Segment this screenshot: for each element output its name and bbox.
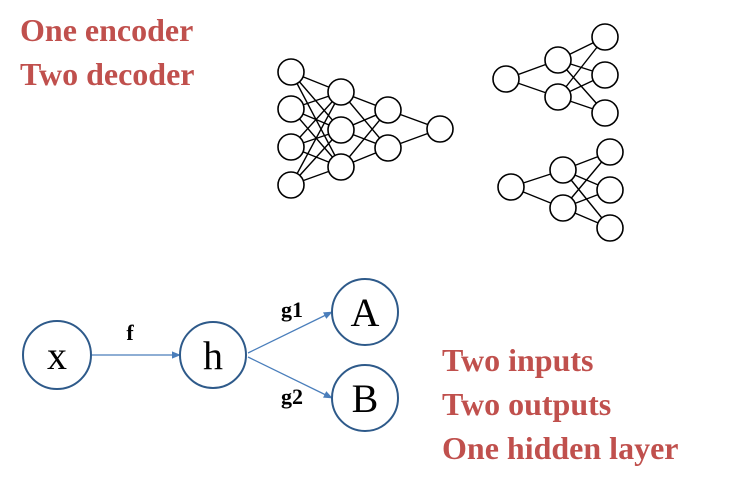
decoder-network-top [492, 23, 619, 127]
decoder-top-neuron [544, 83, 572, 111]
decoder-top-neuron [591, 61, 619, 89]
decoder-bottom-neuron [497, 173, 525, 201]
node-h [179, 321, 247, 389]
encoder-neuron [327, 78, 355, 106]
encoder-network [277, 58, 454, 199]
decoder-bottom-neuron [596, 138, 624, 166]
encoder-neuron [327, 153, 355, 181]
decoder-bottom-neuron [549, 156, 577, 184]
edge-f-label: f [126, 320, 134, 345]
encoder-neuron [374, 134, 402, 162]
edge-g1 [247, 311, 333, 354]
node-x [22, 320, 92, 390]
edge-g2 [247, 356, 333, 399]
node-h-label: h [203, 333, 223, 378]
decoder-top-neuron [544, 46, 572, 74]
edge-g2-label: g2 [281, 384, 303, 409]
encoder-connection [290, 91, 342, 186]
caption-line-hidden: One hidden layer [442, 430, 679, 466]
decoder-top-neuron [591, 23, 619, 51]
decoder-top-neuron [492, 65, 520, 93]
node-b-label: B [352, 376, 379, 421]
node-a-label: A [351, 290, 380, 335]
decoder-bottom-neuron [549, 194, 577, 222]
decoder-bottom-neuron [596, 176, 624, 204]
encoder-neuron [327, 116, 355, 144]
caption-line-decoder: Two decoder [20, 56, 195, 92]
encoder-neuron [277, 58, 305, 86]
caption-line-encoder: One encoder [20, 12, 194, 48]
node-b [331, 364, 399, 432]
caption-line-inputs: Two inputs [442, 342, 594, 378]
encoder-neuron [426, 115, 454, 143]
encoder-neuron [374, 96, 402, 124]
decoder-network-bottom [497, 138, 624, 242]
bottom-caption: Two inputs Two outputs One hidden layer [442, 338, 678, 470]
decoder-bottom-neuron [596, 214, 624, 242]
caption-line-outputs: Two outputs [442, 386, 612, 422]
decoder-top-neuron [591, 99, 619, 127]
encoder-neuron [277, 95, 305, 123]
node-a [331, 278, 399, 346]
edge-g1-label: g1 [281, 297, 303, 322]
encoder-neuron [277, 133, 305, 161]
top-caption: One encoder Two decoder [20, 8, 194, 96]
node-x-label: x [47, 333, 67, 378]
flow-diagram: x h A B f g1 g2 [22, 278, 399, 432]
encoder-neuron [277, 171, 305, 199]
